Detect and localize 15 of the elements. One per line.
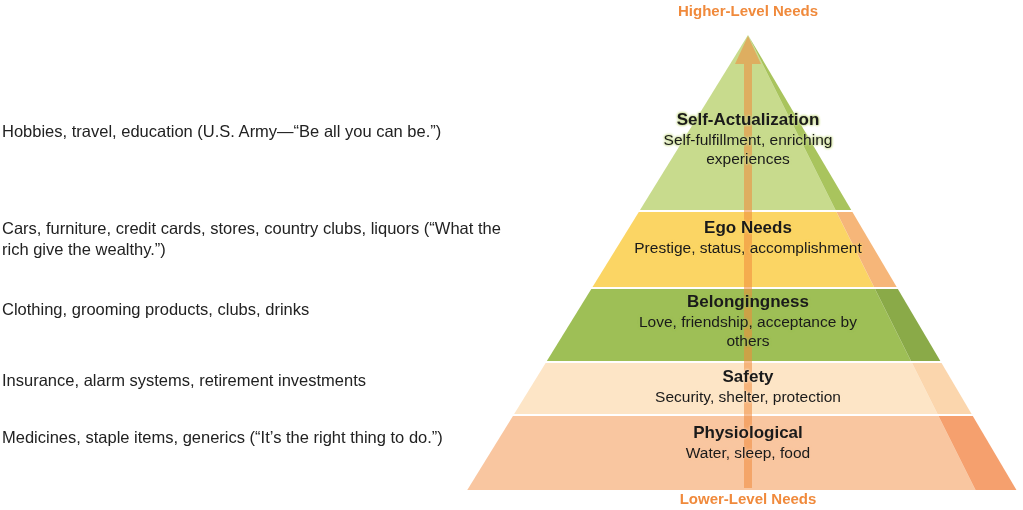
tier-description: Water, sleep, food (685, 443, 811, 462)
tier-heading: Safety (722, 367, 774, 387)
direction-label: Lower-Level Needs (678, 490, 818, 507)
direction-label: Higher-Level Needs (676, 2, 819, 19)
example-text: Insurance, alarm systems, retirement investments (2, 370, 368, 391)
example-text: Hobbies, travel, education (U.S. Army—“Be all you can be.”) (2, 121, 443, 142)
tier-description: Prestige, status, accomplishment (634, 238, 862, 257)
tier-heading: Ego Needs (704, 218, 792, 238)
tier-description: Love, friendship, acceptance by others (638, 312, 858, 350)
example-text: Clothing, grooming products, clubs, drinks (2, 299, 311, 320)
example-text: Cars, furniture, credit cards, stores, country clubs, liquors (“What the rich give the wealthy.”) (2, 218, 502, 260)
example-text: Medicines, staple items, generics (“It’s the right thing to do.”) (2, 427, 444, 448)
tier-description: Security, shelter, protection (655, 387, 841, 406)
tier-heading: Belongingness (687, 292, 809, 312)
tier-heading: Physiological (693, 423, 803, 443)
